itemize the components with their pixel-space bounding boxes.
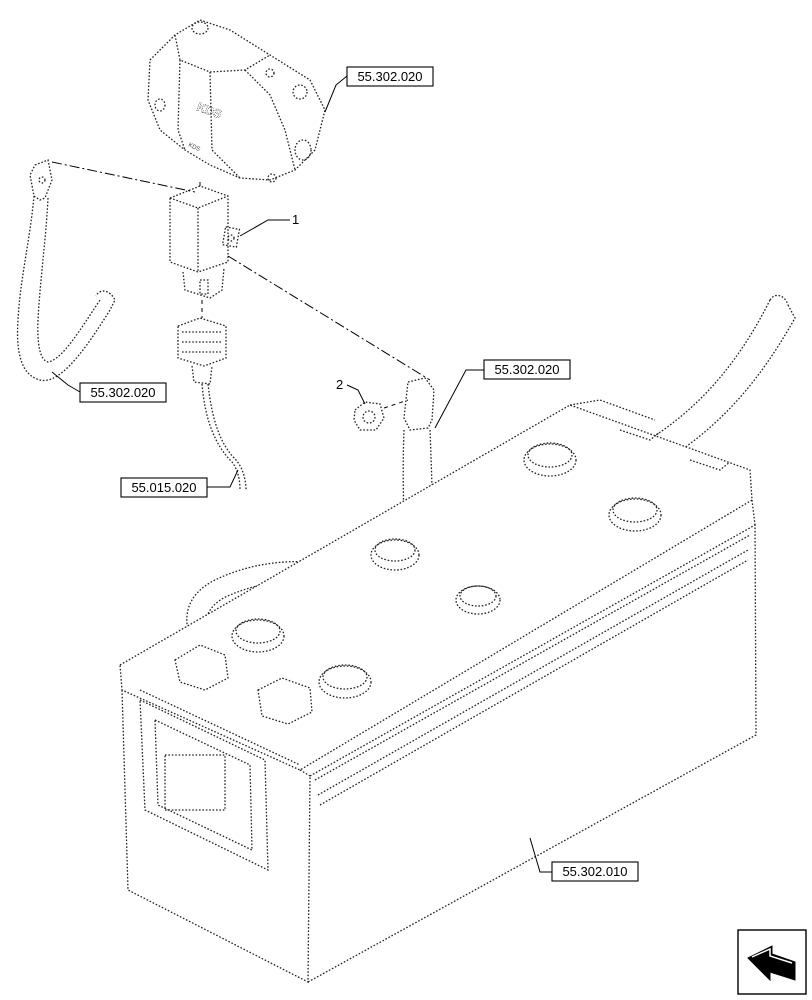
callout-item-2: 2 [336,377,343,392]
reference-relay-cover[interactable]: 55.302.020 [346,66,434,87]
long-positive-cable [269,294,796,720]
callout-item-1: 1 [292,212,299,227]
nut [353,401,385,431]
assembly-lines [51,161,431,409]
battery [119,399,757,984]
reference-left-cable[interactable]: 55.302.020 [79,382,167,403]
svg-text:55.302.010: 55.302.010 [562,864,627,879]
left-battery-cable [16,159,116,382]
relay [169,185,241,299]
relay-cover: KDS KDS [147,19,326,183]
harness-connector [177,317,247,491]
reference-harness[interactable]: 55.015.020 [120,477,208,498]
navigation-arrow-icon[interactable] [737,929,807,995]
cover-small-marking: KDS [187,142,201,153]
svg-text:55.015.020: 55.015.020 [131,480,196,495]
reference-battery[interactable]: 55.302.010 [551,861,639,882]
reference-battery-cable[interactable]: 55.302.020 [483,359,571,380]
svg-text:55.302.020: 55.302.020 [357,69,422,84]
leader-lines [51,75,552,873]
svg-text:55.302.020: 55.302.020 [494,362,559,377]
svg-text:55.302.020: 55.302.020 [90,385,155,400]
